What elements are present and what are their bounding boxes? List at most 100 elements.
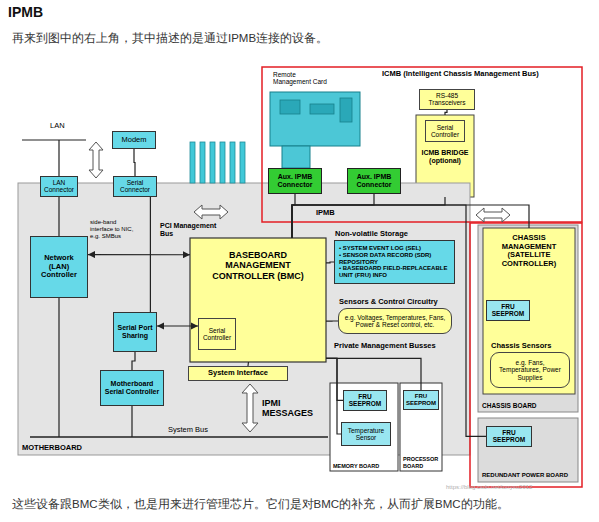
box-text: Serial Controller	[202, 327, 232, 342]
card-chip	[310, 104, 334, 114]
bus-line	[150, 197, 151, 312]
controller-box: Network (LAN) Controller	[30, 236, 88, 298]
controller-box: Motherboard Serial Controller	[100, 370, 164, 406]
hollow-arrow	[89, 142, 103, 178]
box-text: • SENSOR DATA RECORD (SDR) REPOSITORY	[339, 252, 450, 266]
box-text: Network (LAN) Controller	[34, 254, 84, 280]
eeprom-box: FRU SEEPROM	[343, 390, 387, 411]
bus-name: Private Management Busses	[334, 342, 436, 351]
bus-name: IPMB	[316, 209, 335, 218]
hollow-arrow	[242, 384, 258, 432]
card-chip	[340, 98, 352, 122]
eeprom-box: FRU SEEPROM	[486, 300, 530, 321]
bus-line	[326, 358, 341, 434]
note-text: side-band interface to NIC, e.g. SMBus	[90, 219, 136, 240]
region-fill	[400, 383, 442, 471]
bridge-box: ICMB BRIDGE (optional) Serial Controller	[416, 115, 474, 197]
part-name: Remote Management Card	[273, 71, 335, 86]
link-arrow	[157, 325, 198, 326]
bus-line	[292, 197, 445, 238]
region-fill	[190, 238, 326, 362]
board-name: MOTHERBOARD	[22, 444, 82, 453]
transceiver-box: RS-485 Transceivers	[419, 89, 475, 110]
board-name: PROCESSOR BOARD	[403, 456, 442, 469]
board-name: CHASSIS BOARD	[482, 402, 537, 409]
box-text: FRU SEEPROM	[490, 303, 526, 318]
sensor-box: Temperature Sensor	[341, 422, 391, 446]
board-name: ICMB (Intelligent Chassis Management Bus…	[382, 70, 539, 79]
interface-bar: System Interface	[188, 366, 288, 381]
box-text: RS-485 Transceivers	[423, 92, 471, 107]
pci-slot	[230, 142, 235, 183]
region-fill	[330, 383, 398, 471]
box-text: CHASSIS MANAGEMENT (SATELLITE CONTROLLER…	[486, 234, 572, 269]
bus-line	[134, 149, 135, 176]
box-text: Serial Connector	[117, 179, 153, 194]
board-name: REDUNDANT POWER BOARD	[482, 472, 568, 479]
box-text: FRU SEEPROM	[347, 393, 383, 408]
controller-box: Serial Controller	[425, 120, 465, 142]
box-text: ICMB BRIDGE (optional)	[418, 149, 472, 165]
page-title: IPMB	[8, 4, 43, 20]
bus-line	[445, 110, 447, 115]
hollow-arrow	[476, 208, 510, 222]
box-text: e.g. Voltages, Temperatures, Fans, Power…	[342, 314, 448, 329]
box-text: • BASEBOARD FIELD-REPLACEABLE UNIT (FRU)…	[339, 265, 450, 279]
bus-region: ICMB (Intelligent Chassis Management Bus…	[262, 67, 582, 222]
network-wire	[58, 140, 59, 176]
bus-line	[292, 205, 486, 436]
box-text: • SYSTEM EVENT LOG (SEL)	[339, 245, 421, 252]
bus-line	[326, 320, 338, 321]
board-name: MEMORY BOARD	[333, 463, 379, 469]
connector-box: Serial Connector	[113, 176, 157, 197]
connector-box: Aux. IPMB Connector	[268, 168, 322, 194]
box-text: Aux. IPMB Connector	[351, 173, 397, 189]
bus-line	[326, 358, 421, 390]
box-text: Serial Port Sharing	[117, 324, 153, 340]
board-region: PROCESSOR BOARD FRU SEEPROM	[400, 383, 442, 471]
eeprom-box: FRU SEEPROM	[403, 390, 439, 410]
bus-wire	[131, 406, 132, 437]
box-heading: Chassis Sensors	[491, 342, 551, 351]
connector-box: LAN Connector	[40, 176, 78, 197]
board-region: REDUNDANT POWER BOARD FRU SEEPROM	[478, 418, 578, 482]
bus-name: PCI Management Bus	[160, 222, 220, 238]
pci-slot	[190, 142, 195, 183]
board-region: CHASSIS BOARD CHASSIS MANAGEMENT (SATELLI…	[478, 225, 578, 412]
card-body	[270, 92, 360, 146]
network-name: LAN	[50, 122, 65, 131]
box-text: Motherboard Serial Controller	[104, 380, 160, 396]
board-fills	[18, 67, 582, 482]
board-region: MEMORY BOARD FRU SEEPROM Temperature Senso…	[330, 383, 398, 471]
link-arrow	[88, 254, 190, 255]
controller-box: Serial Controller	[198, 318, 236, 350]
pci-slot	[220, 142, 225, 183]
box-text: e.g. Fans, Temperatures, Power Supplies	[494, 359, 566, 381]
bus-line	[326, 261, 334, 263]
bus-wire	[58, 298, 59, 437]
pci-slot	[210, 142, 215, 183]
box-text: FRU SEEPROM	[490, 429, 528, 444]
sensor-box: Sensors & Control Circuitrye.g. Voltages…	[338, 308, 452, 334]
region-fill	[478, 418, 578, 482]
eeprom-box: FRU SEEPROM	[486, 426, 532, 447]
box-text: System Interface	[208, 369, 268, 378]
sensor-box: Chassis Sensorse.g. Fans, Temperatures, …	[490, 352, 570, 388]
box-text: Aux. IPMB Connector	[272, 173, 318, 189]
intro-text: 再来到图中的右上角，其中描述的是通过IPMB连接的设备。	[12, 32, 328, 45]
highlight-frame	[470, 223, 582, 487]
bus-line	[58, 197, 59, 236]
network-wire	[22, 139, 86, 140]
box-text: FRU SEEPROM	[406, 393, 436, 407]
system-bus-line	[30, 436, 328, 438]
card-edge	[282, 146, 310, 168]
bus-line	[132, 352, 135, 370]
sharing-box: Serial Port Sharing	[113, 312, 157, 352]
watermark: https://blog.csdn.net/tonyxu2012	[446, 484, 532, 491]
storage-box: Non-volatile Storage• SYSTEM EVENT LOG (…	[334, 240, 455, 284]
message-name: IPMI MESSAGES	[262, 398, 312, 419]
region-fill	[483, 228, 575, 394]
pci-slot	[200, 142, 205, 183]
box-heading: Sensors & Control Circuitry	[339, 298, 438, 307]
